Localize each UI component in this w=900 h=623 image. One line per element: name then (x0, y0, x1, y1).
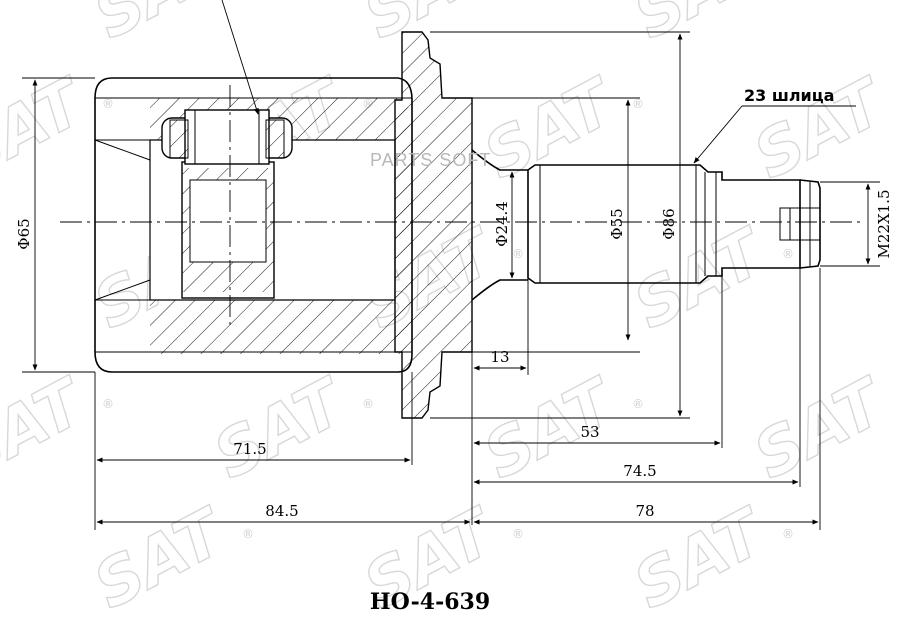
dim-745-label: 74.5 (623, 462, 656, 480)
sat-watermark-1: SAT (353, 0, 509, 54)
sat-watermark-reg-16: ® (782, 527, 794, 541)
dim-53-label: 53 (580, 423, 599, 441)
splines-callout: 23 шлица (744, 86, 834, 105)
sat-watermark-reg-14: ® (242, 527, 254, 541)
dim-d55-label: Φ55 (608, 208, 626, 239)
sat-watermark-9: SAT (623, 214, 779, 344)
sat-watermark-reg-3: ® (102, 97, 114, 111)
dimension-lines (22, 0, 880, 530)
sat-watermark-14: SAT (83, 494, 239, 623)
sat-watermark-2: SAT (623, 0, 779, 54)
sat-watermark-reg-5: ® (632, 97, 644, 111)
dim-d86-label: Φ86 (660, 208, 678, 239)
part-number: HO-4-639 (370, 589, 490, 615)
sat-watermark-reg-9: ® (782, 247, 794, 261)
dim-13-label: 13 (490, 348, 509, 366)
sat-watermark-12: SAT (473, 364, 629, 494)
sat-watermark-6: SAT (743, 64, 899, 194)
sat-watermark-10: SAT (0, 364, 99, 494)
parts-soft-watermark: PARTS SOFT (370, 150, 491, 170)
sat-watermark-reg-11: ® (362, 397, 374, 411)
sat-watermark-3: SAT (0, 64, 99, 194)
sat-watermark-5: SAT (473, 64, 629, 194)
dim-71-label: 71.5 (233, 440, 266, 458)
sat-watermark-reg-12: ® (632, 397, 644, 411)
dim-thread-label: M22X1.5 (875, 190, 893, 259)
dim-845-label: 84.5 (265, 502, 298, 520)
sat-watermark-reg-15: ® (512, 527, 524, 541)
sat-watermark-13: SAT (743, 364, 899, 494)
dim-d65-label: Φ65 (15, 218, 33, 249)
spline-shaft (527, 164, 821, 284)
sat-watermark-0: SAT (83, 0, 239, 54)
tripod-roller (161, 109, 293, 299)
sat-watermark-reg-10: ® (102, 397, 114, 411)
dim-78-label: 78 (635, 502, 654, 520)
sat-watermark-11: SAT (203, 364, 359, 494)
dim-d24-label: Φ24.4 (493, 201, 511, 247)
sat-watermark-reg-8: ® (512, 247, 524, 261)
